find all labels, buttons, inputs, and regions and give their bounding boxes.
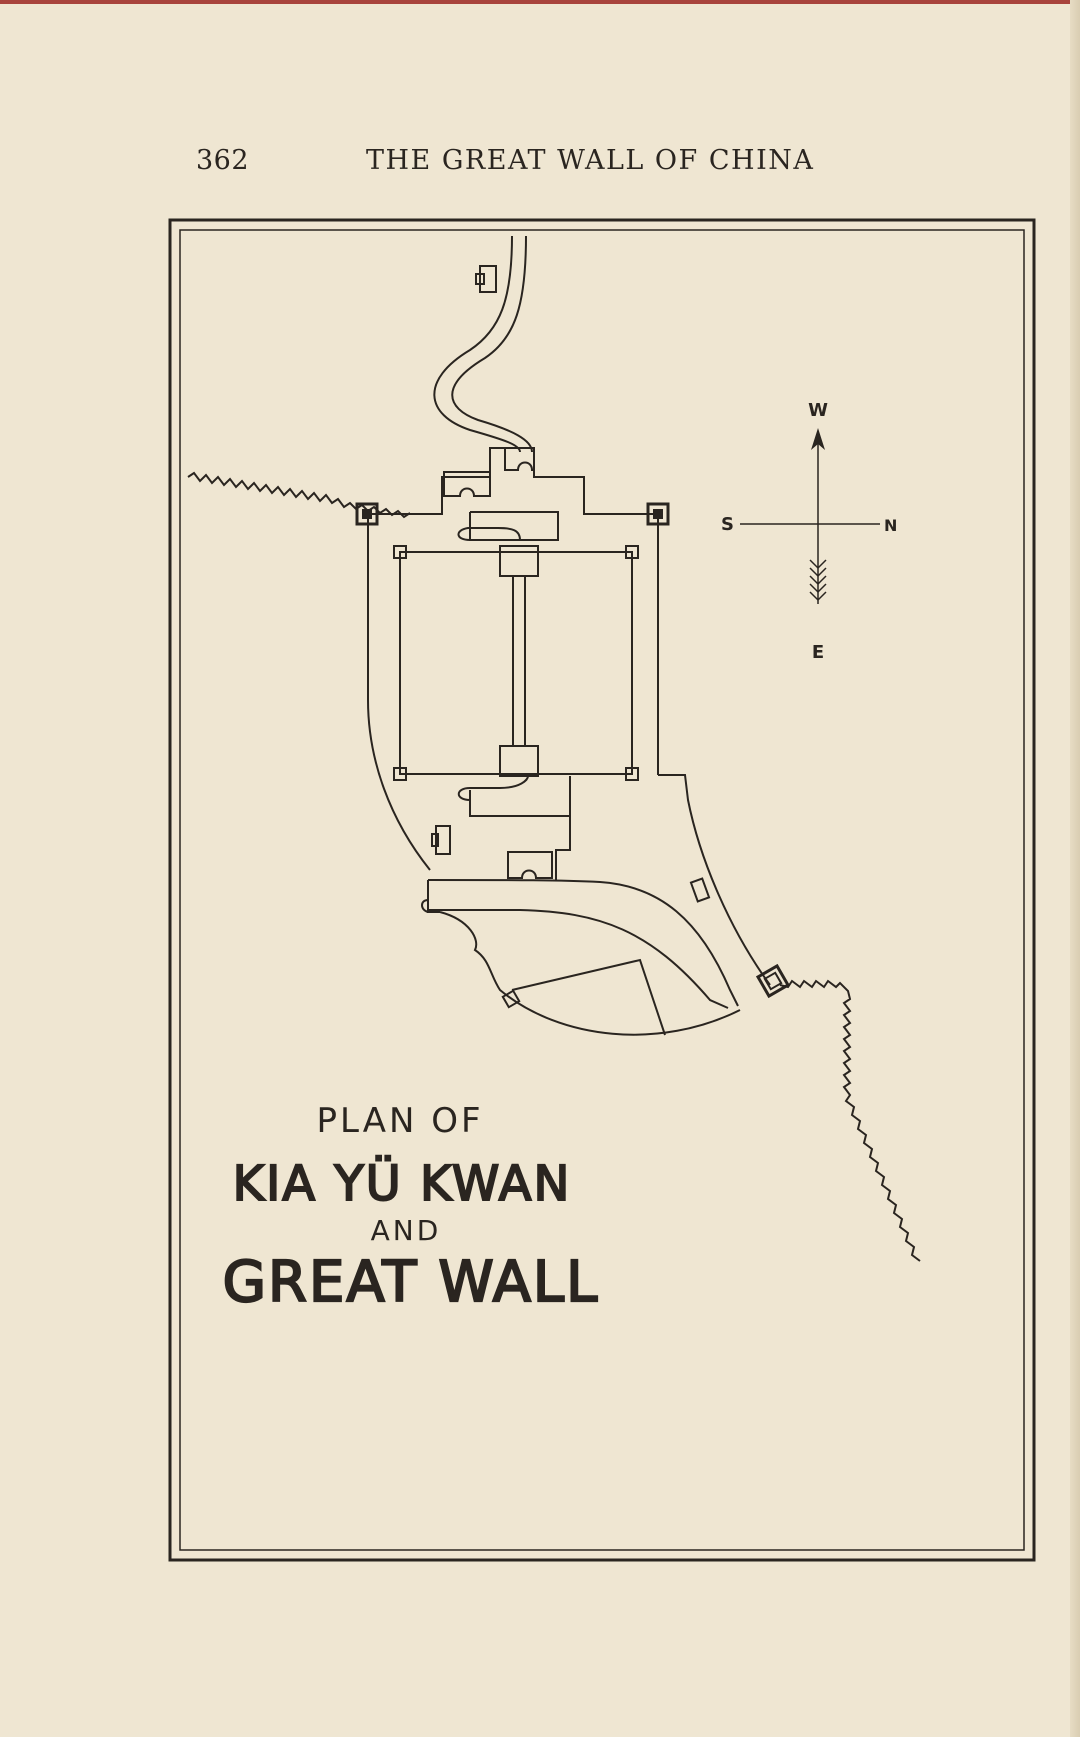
page-header: 362 THE GREAT WALL OF CHINA (196, 145, 856, 185)
great-wall-west-segment (187, 471, 411, 519)
map-frame (168, 218, 1036, 1562)
outpost-north (475, 265, 497, 293)
river (433, 235, 533, 453)
compass-rose: W E S N (721, 400, 897, 663)
map-title-line-2: KIA YÜ KWAN (233, 1156, 572, 1212)
south-annex (431, 776, 571, 880)
page-gutter-shadow (1070, 0, 1080, 1737)
compass-label-west: W (808, 400, 828, 421)
compass-label-south: S (721, 514, 734, 535)
compass-label-north: N (884, 516, 897, 535)
map-title-line-3: AND (371, 1214, 442, 1247)
map-title-line-1: PLAN OF (316, 1101, 483, 1141)
corner-tower-southeast (755, 963, 791, 999)
inner-gates-and-passage (457, 511, 571, 817)
fortress-outer-wall (367, 447, 771, 986)
corner-tower-west (355, 502, 379, 526)
map-title-line-4: GREAT WALL (223, 1250, 600, 1315)
compass-label-east: E (812, 642, 824, 663)
page-top-edge (0, 0, 1080, 4)
corner-tower-east (646, 502, 670, 526)
compass-fletching-icon (809, 559, 827, 602)
page-number: 362 (196, 145, 250, 176)
fortress-inner-city (393, 545, 639, 781)
compass-arrow-icon (811, 428, 825, 450)
running-title: THE GREAT WALL OF CHINA (366, 145, 815, 176)
map-title-block: PLAN OF KIA YÜ KWAN AND GREAT WALL (222, 1101, 600, 1316)
great-wall-east-segment (779, 979, 921, 1262)
fortress-lower-enclosure (421, 877, 741, 1036)
